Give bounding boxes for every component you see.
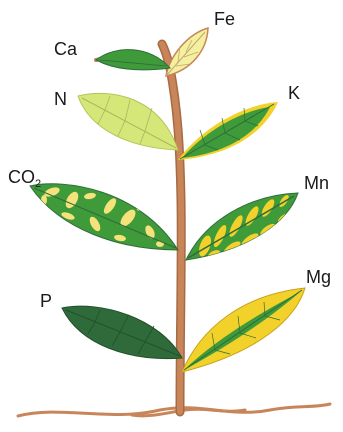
- leaf-mn: [186, 193, 298, 262]
- label-mg: Mg: [306, 268, 331, 286]
- leaf-k: [178, 102, 278, 160]
- label-mn: Mn: [304, 174, 329, 192]
- leaf-co2: [30, 184, 178, 250]
- label-p: P: [40, 292, 52, 310]
- leaf-ca: [96, 50, 170, 70]
- label-n: N: [54, 90, 67, 108]
- label-k: K: [288, 84, 300, 102]
- label-ca: Ca: [54, 40, 77, 58]
- leaf-mg: [182, 288, 305, 372]
- soil-line: [18, 404, 330, 416]
- leaf-p: [62, 306, 182, 358]
- leaf-n: [78, 93, 178, 150]
- leaf-fe: [166, 28, 208, 76]
- label-co2: CO2: [8, 168, 41, 190]
- root-right: [185, 409, 245, 411]
- label-fe: Fe: [214, 10, 235, 28]
